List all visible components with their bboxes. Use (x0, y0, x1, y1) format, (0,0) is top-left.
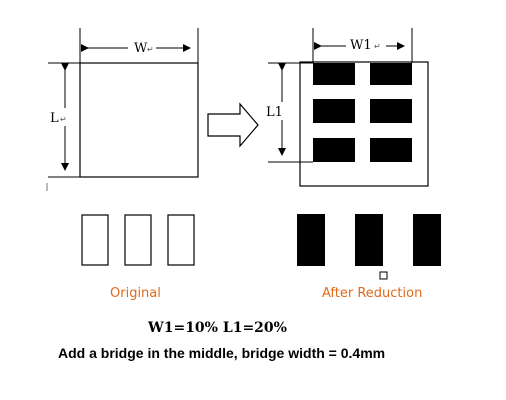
reduced-pad-row (297, 214, 441, 280)
original-width-label: W (134, 41, 148, 56)
reduced-subpad-3 (313, 99, 355, 123)
original-small-pad-3 (167, 214, 195, 266)
original-length-label-bg (47, 108, 75, 126)
reduced-subpad-1 (313, 63, 355, 85)
original-caption: Original (110, 286, 161, 301)
reduced-small-pad-1 (297, 214, 325, 266)
original-width-label-bg (128, 38, 156, 56)
original-pad-group: W ↵ L ↵ (46, 28, 199, 191)
bridge-note: Add a bridge in the middle, bridge width… (58, 345, 386, 361)
reduced-width-label-mark: ↵ (374, 42, 381, 51)
reduction-ratio-text: W1=10% L1=20% (148, 320, 287, 336)
reduced-subpad-5 (313, 138, 355, 162)
reduced-pad-group: W1 ↵ L1 (264, 28, 429, 187)
reduced-subpad-6 (370, 138, 412, 162)
faint-mark (46, 183, 48, 191)
reduced-length-label-bg (264, 102, 288, 120)
original-length-label-mark: ↵ (60, 115, 67, 124)
reduced-subpad-2 (370, 63, 412, 85)
reduced-small-pad-3 (413, 214, 441, 266)
reduced-small-pad-2 (355, 214, 383, 266)
original-small-pad-2 (124, 214, 152, 266)
original-length-label: L (50, 111, 59, 126)
after-reduction-caption: After Reduction (322, 286, 423, 301)
reduced-length-label: L1 (266, 105, 283, 120)
reduced-width-label-bg (346, 35, 386, 53)
bridge-marker (379, 271, 388, 280)
original-pad (79, 62, 199, 178)
transform-arrow-icon (207, 102, 259, 148)
original-pad-row (81, 214, 195, 266)
original-small-pad-1 (81, 214, 109, 266)
reduced-subpad-4 (370, 99, 412, 123)
original-width-label-mark: ↵ (147, 45, 154, 54)
reduced-width-label: W1 (350, 38, 372, 53)
